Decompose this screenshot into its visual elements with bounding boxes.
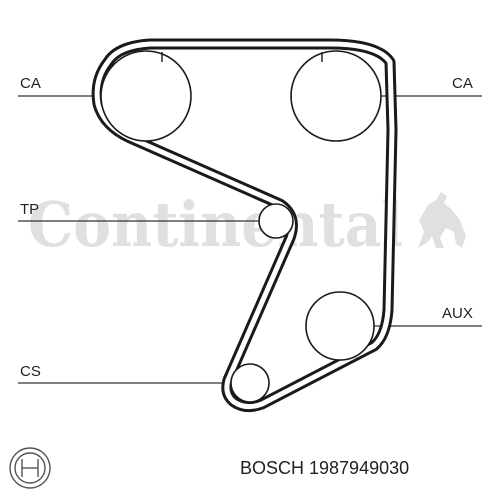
label-ca-right: CA xyxy=(452,75,473,92)
camshaft-pulley-left xyxy=(100,50,192,142)
timing-belt xyxy=(91,38,398,413)
timing-marks xyxy=(161,52,323,62)
bosch-logo-icon xyxy=(9,447,51,489)
pulleys xyxy=(100,50,382,403)
part-caption: BOSCH 1987949030 xyxy=(240,458,410,478)
label-aux: AUX xyxy=(442,305,473,322)
camshaft-pulley-right xyxy=(290,50,382,142)
horse-icon xyxy=(418,192,466,248)
label-tp: TP xyxy=(20,201,40,218)
continental-watermark: Continental xyxy=(28,188,466,261)
watermark-text: Continental xyxy=(28,188,403,261)
label-ca-left: CA xyxy=(20,75,41,92)
crankshaft-pulley xyxy=(230,363,270,403)
label-cs: CS xyxy=(20,363,41,380)
tensioner-pulley xyxy=(258,203,294,239)
aux-pulley xyxy=(305,291,375,361)
